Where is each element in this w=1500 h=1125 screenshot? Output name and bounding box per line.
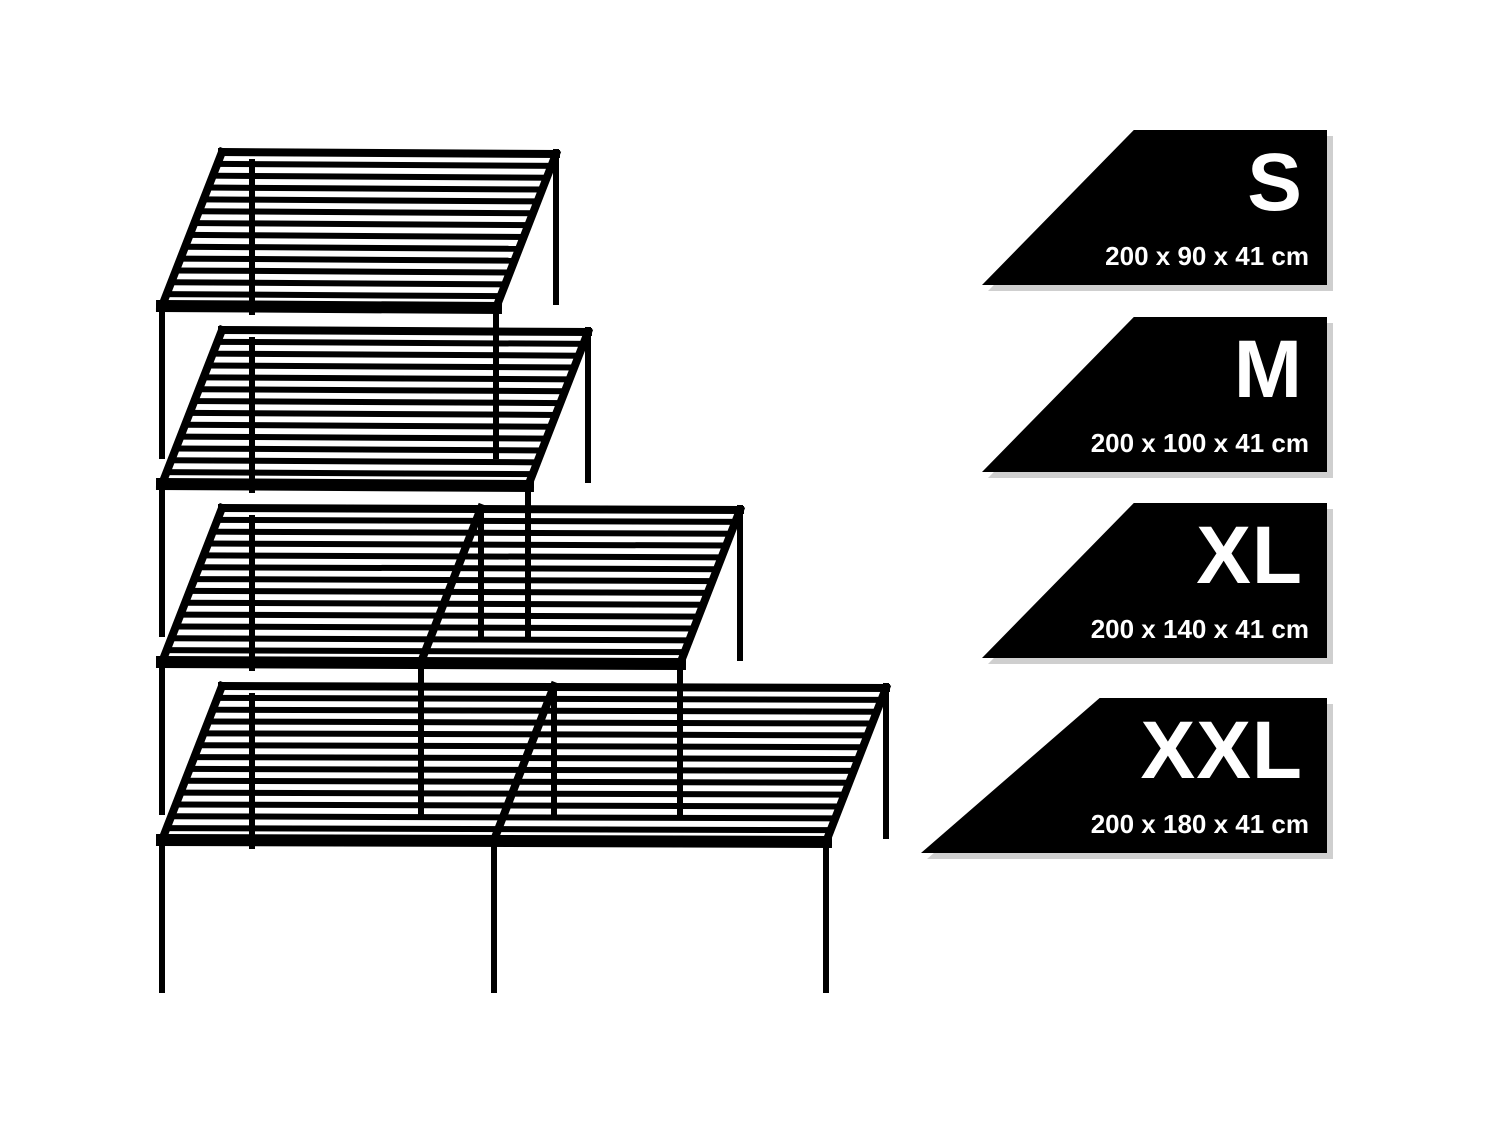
- size-label: XXL: [1140, 705, 1303, 796]
- size-badge-xxl: XXL 200 x 180 x 41 cm: [921, 698, 1327, 853]
- bed-frames-drawing: [155, 146, 892, 993]
- dimensions-label: 200 x 90 x 41 cm: [1105, 241, 1309, 271]
- dimensions-label: 200 x 180 x 41 cm: [1090, 809, 1309, 839]
- size-label: XL: [1196, 510, 1303, 601]
- bed-frame-xxl: [155, 680, 892, 993]
- bed-frame-s: [155, 146, 562, 459]
- size-label: S: [1247, 137, 1303, 228]
- dimensions-label: 200 x 140 x 41 cm: [1090, 614, 1309, 644]
- dimensions-label: 200 x 100 x 41 cm: [1090, 428, 1309, 458]
- size-badge-m: M 200 x 100 x 41 cm: [982, 317, 1327, 472]
- size-badge-s: S 200 x 90 x 41 cm: [982, 130, 1327, 285]
- size-label: M: [1233, 324, 1303, 415]
- bed-frame-m: [155, 324, 594, 637]
- size-badge-xl: XL 200 x 140 x 41 cm: [982, 503, 1327, 658]
- bed-frame-xl: [155, 502, 746, 815]
